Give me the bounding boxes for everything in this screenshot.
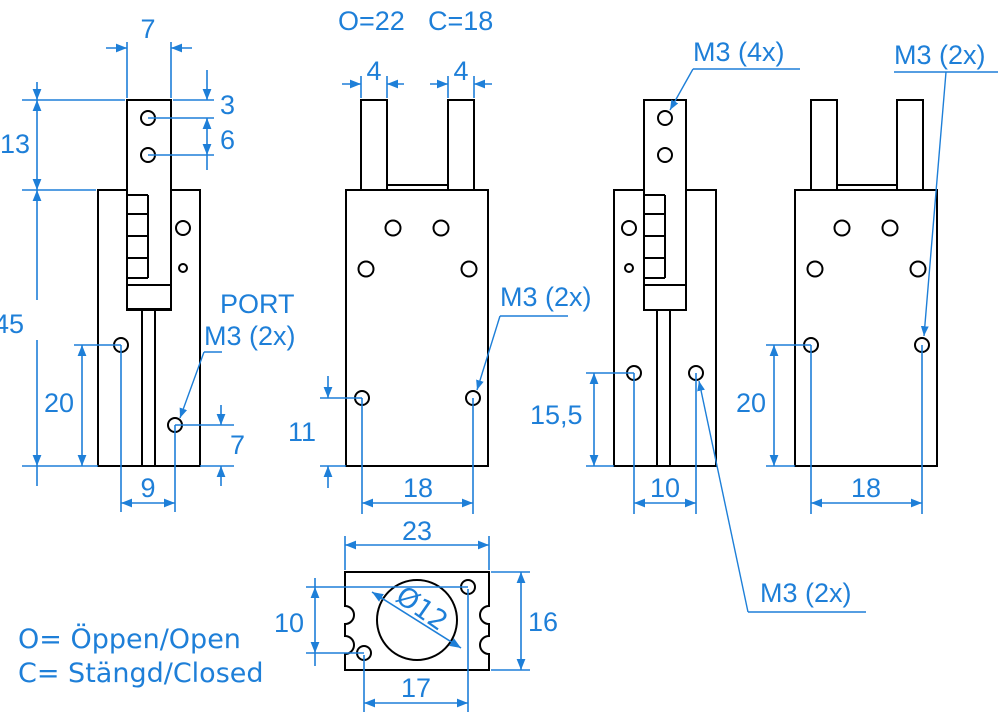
body-hole xyxy=(833,219,851,237)
dim-label: 4 xyxy=(366,56,381,86)
small-hole xyxy=(178,263,188,273)
jaw-right xyxy=(447,99,475,191)
dim-label: 3 xyxy=(220,90,235,120)
thread-top-label: M3 (4x) xyxy=(693,37,785,67)
dim-label: 6 xyxy=(220,125,235,155)
back-view: M3 (2x) 20 18 xyxy=(736,40,998,514)
body-hole xyxy=(384,219,402,237)
port-label: PORT xyxy=(220,289,295,319)
dim-label: 23 xyxy=(402,516,432,546)
legend-open: O= Öppen/Open xyxy=(18,623,241,655)
front-view: O=22 C=18 4 4 11 18 M3 (2x) xyxy=(288,6,592,514)
jaw-left xyxy=(810,99,838,191)
legend-closed: C= Stängd/Closed xyxy=(18,658,264,689)
body-hole xyxy=(881,219,899,237)
body-hole xyxy=(806,260,824,278)
dim-label: 7 xyxy=(230,430,245,460)
jaw-hole xyxy=(657,110,673,126)
jaw-left xyxy=(360,99,388,191)
dim-label: 16 xyxy=(528,607,558,637)
body-hole xyxy=(621,220,637,236)
dim-label: 7 xyxy=(140,14,155,44)
dim-label: 18 xyxy=(851,473,881,503)
dim-label: 20 xyxy=(736,388,766,418)
body-hole xyxy=(432,219,450,237)
dim-label: 15,5 xyxy=(530,400,583,430)
open-dim-label: O=22 xyxy=(338,6,405,36)
dim-label: 4 xyxy=(453,56,468,86)
dim-label: 11 xyxy=(288,417,316,447)
body-outline xyxy=(794,189,938,467)
thread-bottom-label: M3 (2x) xyxy=(760,578,852,608)
bottom-view: 23 10 16 17 Ø12 xyxy=(274,516,558,712)
dim-label: 17 xyxy=(401,673,431,703)
dim-label: 9 xyxy=(140,473,155,503)
body-hole xyxy=(460,260,478,278)
legend: O= Öppen/Open C= Stängd/Closed xyxy=(18,623,264,689)
body-hole xyxy=(909,260,927,278)
dim-label: 45 xyxy=(0,309,24,339)
thread-label: M3 (2x) xyxy=(894,40,986,70)
dim-label: 13 xyxy=(0,129,30,159)
side-view-left: 7 13 45 3 6 20 7 xyxy=(0,14,296,512)
body-hole xyxy=(175,220,191,236)
small-hole xyxy=(624,263,634,273)
body-hole xyxy=(357,260,375,278)
body-outline xyxy=(345,189,489,467)
dim-label: 20 xyxy=(44,388,74,418)
jaw-right xyxy=(896,99,924,191)
thread-label: M3 (2x) xyxy=(500,282,592,312)
dim-label: 18 xyxy=(403,473,433,503)
port-thread-label: M3 (2x) xyxy=(204,321,296,351)
jaw-hole xyxy=(657,147,673,163)
dim-label: 10 xyxy=(274,608,304,638)
side-view-right: M3 (4x) 15,5 10 M3 (2x) xyxy=(530,37,866,613)
closed-dim-label: C=18 xyxy=(428,6,493,36)
dim-label: 10 xyxy=(650,473,680,503)
